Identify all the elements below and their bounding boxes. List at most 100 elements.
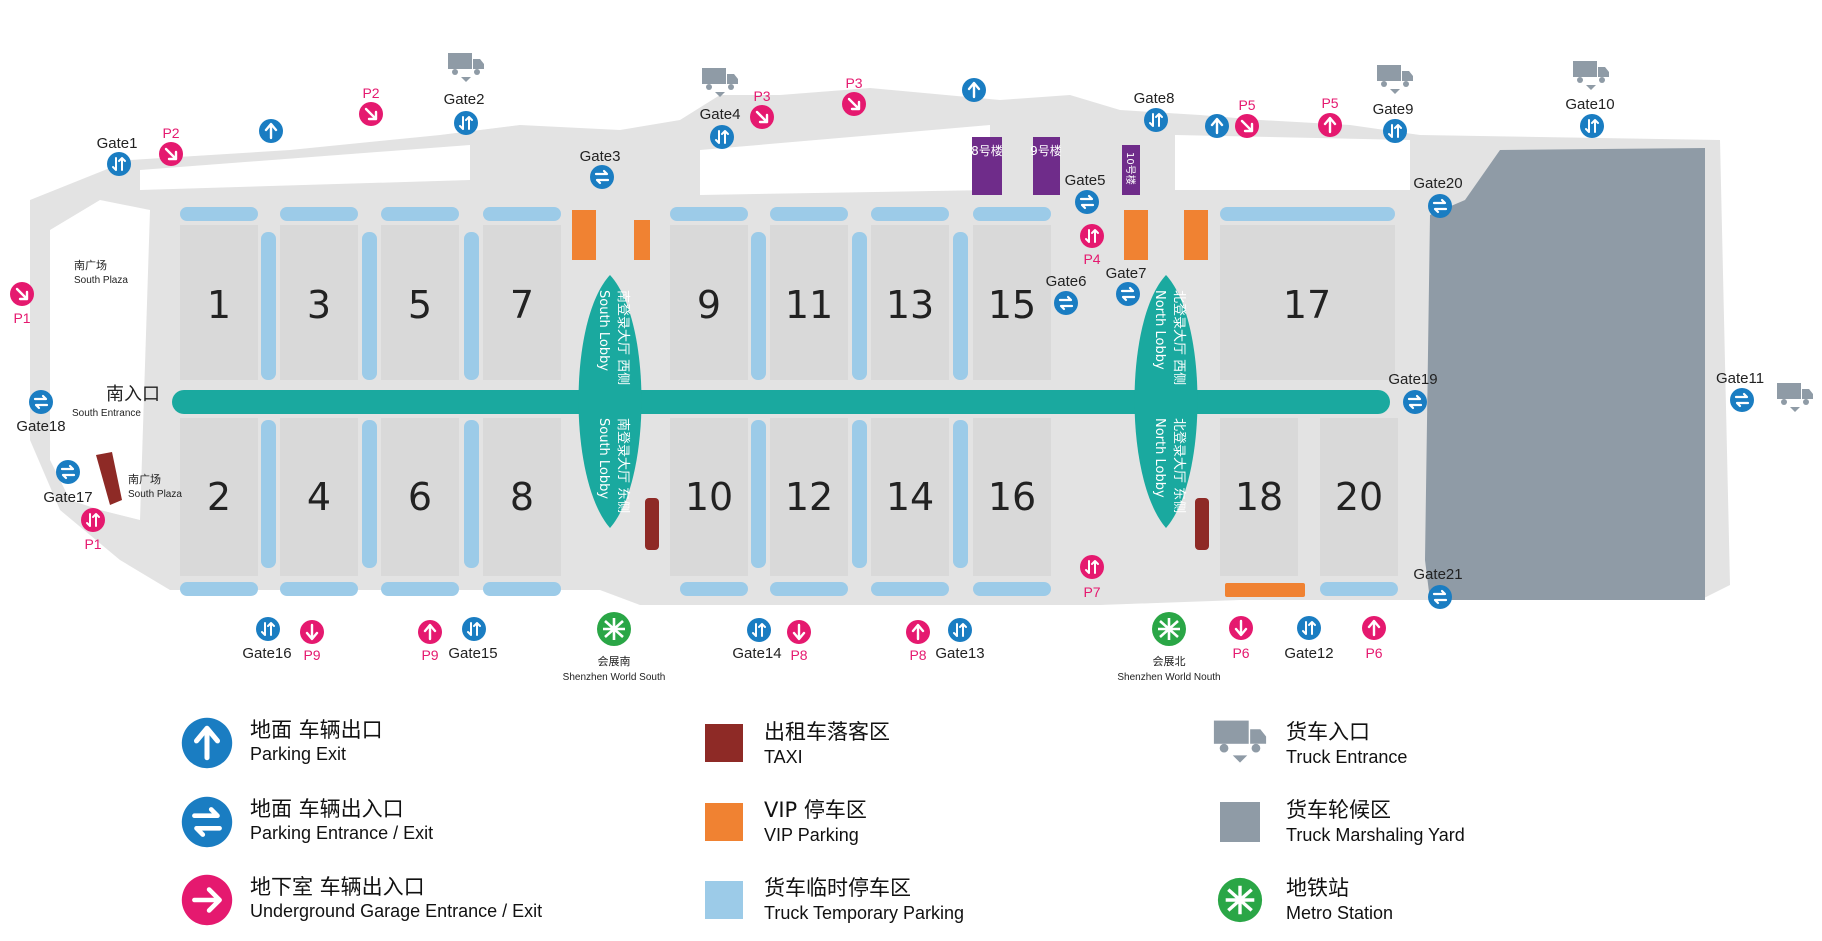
legend-truck-temporary-parking: 货车临时停车区 Truck Temporary Parking [705,876,964,923]
parking-p4[interactable]: P4 [1079,223,1105,267]
metro-north[interactable]: 会展北 Shenzhen World Nouth [1117,610,1221,683]
south-entrance-en: South Entrance [72,408,141,419]
svg-text:Gate13: Gate13 [935,645,984,662]
legend-truck-entrance: 货车入口 Truck Entrance [1213,720,1407,767]
underground-garage-icon [1079,223,1105,249]
gate-icon [453,110,479,136]
svg-text:P2: P2 [162,125,179,141]
parking-p5-east[interactable]: P5 [1316,95,1344,139]
underground-garage-icon [840,90,868,118]
underground-garage-icon [416,618,444,646]
marshaling-yard-swatch [1220,802,1260,842]
south-lobby [578,275,642,528]
svg-text:Gate19: Gate19 [1388,371,1437,388]
hall-13: 13 [886,283,934,327]
parking-p3-west[interactable]: P3 [748,88,776,131]
gate-4[interactable]: Gate4 [700,106,741,150]
legend-truck-marshaling-yard: 货车轮候区 Truck Marshaling Yard [1220,798,1465,845]
gate-icon [1382,118,1408,144]
svg-text:Gate3: Gate3 [580,148,621,165]
parking-p9-west[interactable]: P9 [298,618,326,663]
metro-south[interactable]: 会展南 Shenzhen World South [563,610,666,683]
gate-icon [461,616,487,642]
gate-12[interactable]: Gate12 [1284,615,1334,662]
gate-17[interactable]: Gate17 [43,458,93,506]
plaza-labels: 南广场 South Plaza 南入口 South Entrance 南广场 S… [72,258,182,500]
svg-text:Gate1: Gate1 [97,135,138,152]
parking-p7[interactable]: P7 [1079,554,1105,600]
purple-buildings [972,137,1140,195]
hall-10: 10 [685,475,733,519]
taxi-drop-off [96,452,1209,550]
gate-10[interactable]: Gate10 [1565,96,1615,139]
hall-5: 5 [408,283,432,327]
svg-text:地面 车辆出入口: 地面 车辆出入口 [250,797,404,821]
parking-p9-east[interactable]: P9 [416,618,444,663]
gate-21[interactable]: Gate21 [1413,566,1463,611]
parking-p6-west[interactable]: P6 [1227,614,1255,661]
gate-1[interactable]: Gate1 [97,135,138,177]
taxi-swatch [705,724,743,762]
svg-text:P4: P4 [1083,251,1100,267]
legend-metro-station: 地铁站 Metro Station [1216,876,1393,924]
truck-temporary-parking [180,207,1398,596]
gate-3[interactable]: Gate3 [580,148,621,191]
gate-19[interactable]: Gate19 [1388,371,1438,416]
svg-text:Truck Marshaling Yard: Truck Marshaling Yard [1286,825,1465,845]
svg-text:Gate15: Gate15 [448,645,497,662]
hall-blocks [180,225,1398,576]
south-lobby-east-en: South Lobby [596,418,611,499]
svg-text:P5: P5 [1321,95,1338,111]
truck-icon [1573,61,1609,90]
parking-p8-east[interactable]: P8 [904,618,932,663]
parking-p2-north[interactable]: P2 [357,85,385,128]
svg-text:货车临时停车区: 货车临时停车区 [764,876,911,900]
parking-markers: P1 P1 P2 P2 P3 P3 P4 P5 P5 P6 P6 P7 P8 P… [8,75,1388,663]
gate-20[interactable]: Gate20 [1413,175,1463,220]
svg-text:P5: P5 [1238,97,1255,113]
gate-18[interactable]: Gate18 [16,388,66,435]
gate-16[interactable]: Gate16 [242,616,292,662]
svg-text:Truck Entrance: Truck Entrance [1286,747,1407,767]
gate-7[interactable]: Gate7 [1106,265,1147,308]
svg-text:Gate17: Gate17 [43,489,92,506]
svg-text:货车入口: 货车入口 [1286,720,1370,744]
gate-icon [588,163,616,191]
gate-6[interactable]: Gate6 [1046,273,1087,317]
gate-8[interactable]: Gate8 [1134,90,1175,133]
parking-p8-west[interactable]: P8 [785,618,813,663]
svg-text:P1: P1 [84,536,101,552]
parking-p2-west[interactable]: P2 [157,125,185,168]
gate-14[interactable]: Gate14 [732,617,782,662]
svg-text:VIP Parking: VIP Parking [764,825,859,845]
parking-exit-icon [257,117,285,145]
parking-p1-west[interactable]: P1 [8,280,36,326]
hall-2: 2 [207,475,231,519]
gate-icon [1052,289,1080,317]
parking-p5-west[interactable]: P5 [1233,97,1261,140]
svg-text:Gate14: Gate14 [732,645,781,662]
gate-9[interactable]: Gate9 [1373,101,1414,144]
underground-garage-icon [1233,112,1261,140]
legend-taxi: 出租车落客区 TAXI [705,720,890,767]
hall-9: 9 [697,283,721,327]
building-10-label: 10号楼 [1124,152,1137,185]
gate-11[interactable]: Gate11 [1716,370,1764,414]
parking-p6-east[interactable]: P6 [1360,614,1388,661]
parking-p1-south[interactable]: P1 [80,507,106,552]
vip-parking-swatch [705,803,743,841]
svg-text:Gate10: Gate10 [1565,96,1614,113]
svg-text:Gate18: Gate18 [16,418,65,435]
hall-15: 15 [988,283,1036,327]
parking-p3-east[interactable]: P3 [840,75,868,118]
gate-5[interactable]: Gate5 [1065,172,1106,216]
svg-text:出租车落客区: 出租车落客区 [764,720,890,744]
svg-text:P8: P8 [790,647,807,663]
south-plaza-label: 南广场 [74,258,107,272]
gate-15[interactable]: Gate15 [448,616,498,662]
vip-parking [572,210,1305,597]
metro-south-en: Shenzhen World South [563,672,666,683]
truck-temporary-parking-swatch [705,881,743,919]
gate-13[interactable]: Gate13 [935,617,985,662]
gate-2[interactable]: Gate2 [444,91,485,136]
